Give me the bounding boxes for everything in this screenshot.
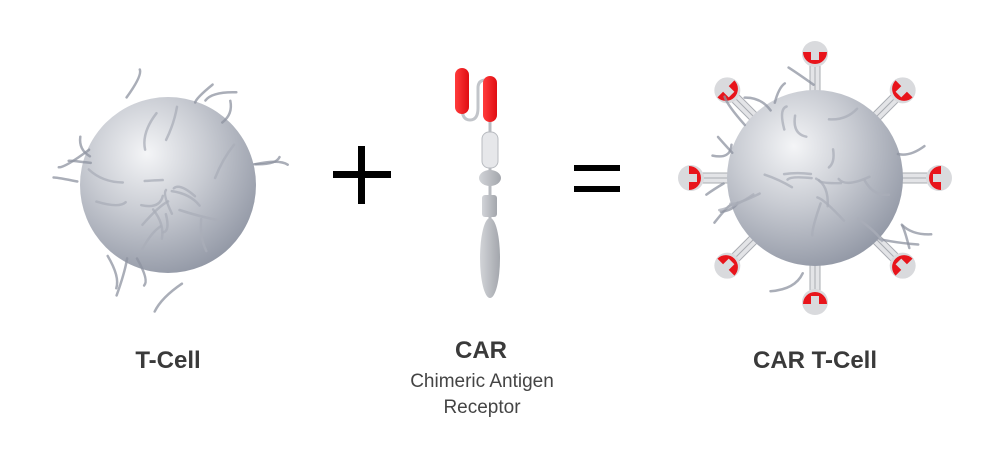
microvillus xyxy=(743,96,772,112)
microvillus xyxy=(172,185,197,198)
car-receptor-illustration xyxy=(455,68,501,298)
microvillus xyxy=(816,196,846,222)
microvillus xyxy=(163,188,174,215)
microvillus xyxy=(827,148,835,169)
car-receptor xyxy=(884,165,952,191)
microvillus xyxy=(896,144,926,156)
microvillus xyxy=(204,91,238,102)
microvillus xyxy=(254,160,289,166)
microvillus xyxy=(143,111,158,151)
microvillus xyxy=(57,148,91,169)
microvillus xyxy=(856,217,884,243)
microvillus xyxy=(162,212,169,234)
microvillus xyxy=(811,202,822,237)
microvillus xyxy=(787,66,815,86)
microvillus xyxy=(199,217,208,253)
microvillus xyxy=(67,159,92,165)
microvillus xyxy=(793,114,808,138)
car-receptors xyxy=(678,41,952,315)
microvillus xyxy=(705,182,725,196)
microvillus xyxy=(164,105,179,142)
t-cell-microvilli xyxy=(52,68,289,313)
t-cell-label: T-Cell xyxy=(135,347,201,374)
microvillus xyxy=(718,193,755,212)
antigen-binding-domain xyxy=(483,76,497,122)
microvillus xyxy=(901,224,911,250)
microvillus xyxy=(151,208,164,240)
car-t-cell-label: CAR T-Cell xyxy=(752,347,878,374)
microvillus xyxy=(106,254,119,290)
transmembrane-domain xyxy=(479,170,501,186)
microvillus xyxy=(786,176,813,181)
equals-icon xyxy=(574,165,620,192)
car-t-cell-microvilli xyxy=(705,66,933,293)
microvillus xyxy=(193,83,214,104)
microvillus xyxy=(221,99,233,124)
microvillus xyxy=(837,175,871,185)
hinge-domain xyxy=(481,131,499,169)
microvillus xyxy=(87,168,125,184)
costimulatory-domain xyxy=(482,195,497,217)
microvillus xyxy=(782,171,813,176)
microvillus xyxy=(711,143,733,158)
microvillus xyxy=(716,135,734,155)
microvillus xyxy=(827,107,859,121)
microvillus xyxy=(52,176,79,183)
microvillus xyxy=(95,200,127,207)
microvillus xyxy=(153,282,184,313)
car-subtitle-line1: Chimeric Antigen xyxy=(410,371,554,392)
car-t-cell-body xyxy=(727,90,903,266)
microvillus xyxy=(769,272,804,293)
microvillus xyxy=(170,189,201,207)
microvillus xyxy=(713,203,732,224)
plus-icon xyxy=(333,146,391,204)
antigen-binding-domain xyxy=(455,68,469,114)
microvillus xyxy=(863,179,891,197)
t-cell-body xyxy=(80,97,256,273)
microvillus xyxy=(178,208,220,222)
microvillus xyxy=(140,194,165,208)
microvillus xyxy=(143,178,164,183)
microvillus xyxy=(213,143,236,180)
microvillus xyxy=(141,225,162,251)
signaling-domain xyxy=(480,218,500,298)
microvillus xyxy=(78,135,92,158)
microvillus xyxy=(115,257,129,297)
microvillus xyxy=(135,257,147,287)
microvillus xyxy=(780,105,788,131)
t-cell-illustration xyxy=(52,68,289,313)
microvillus xyxy=(817,178,843,185)
microvillus xyxy=(723,95,747,127)
microvillus xyxy=(125,68,142,99)
car-subtitle-line2: Receptor xyxy=(443,397,521,418)
microvillus xyxy=(773,82,787,104)
microvillus xyxy=(763,173,794,189)
car-t-cell-illustration xyxy=(678,41,952,315)
car-label: CAR xyxy=(455,337,507,364)
